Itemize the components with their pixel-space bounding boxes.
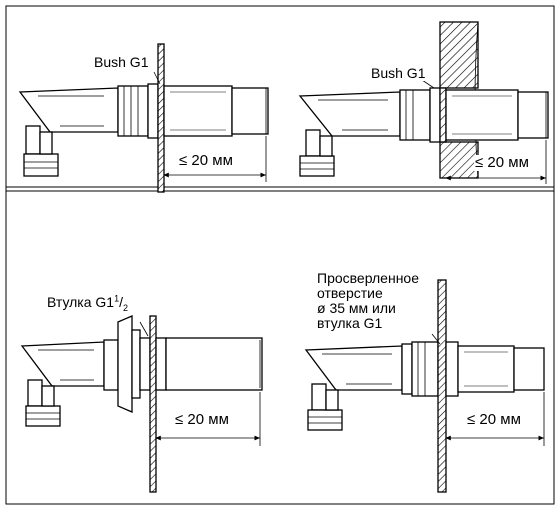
threaded-sleeve: [445, 89, 519, 141]
wall: [149, 315, 157, 493]
connector-nut: [299, 155, 335, 177]
bush: [429, 87, 441, 143]
hole-label-line-3: ø 35 мм или: [317, 300, 396, 316]
hole-label-line-4: втулка G1: [317, 315, 383, 331]
panel-top-left: [18, 43, 269, 193]
panel-bottom-left: [20, 315, 263, 493]
sensor-tip: [517, 91, 549, 139]
lock-nut: [117, 315, 133, 413]
wall-upper: [439, 21, 479, 89]
panel-bottom-right: [304, 279, 545, 493]
sleeve-label-sub: 2: [123, 302, 129, 313]
sleeve-label-sup: 1: [114, 293, 120, 304]
sensor-body: [399, 89, 431, 141]
dimension-label-top-right: ≤ 20 мм: [474, 154, 530, 171]
connector-nut: [307, 409, 343, 431]
wall-lower: [439, 141, 479, 179]
connector-nut: [25, 405, 61, 427]
wall: [157, 43, 165, 193]
panel-top-right: [298, 21, 549, 184]
sensor-tip: [513, 347, 545, 391]
frame: [5, 5, 555, 505]
bush-label-top-right: Bush G1: [371, 65, 426, 81]
hole-label-line-1: Просверленное: [317, 270, 419, 286]
threaded-sleeve: [457, 345, 515, 393]
dimension-label-bottom-left: ≤ 20 мм: [174, 411, 230, 428]
sensor-tip: [231, 87, 269, 135]
sensor-body: [117, 85, 149, 137]
threaded-sleeve: [163, 85, 233, 137]
sensor-sleeve: [165, 337, 263, 391]
dimension-label-top-left: ≤ 20 мм: [178, 152, 234, 169]
bush: [155, 337, 167, 391]
connector-nut: [23, 153, 59, 177]
hole-label-line-2: отверстие: [317, 285, 383, 301]
bush: [445, 341, 459, 397]
bush: [147, 83, 159, 139]
hole-label-bottom-right: Просверленное отверстие ø 35 мм или втул…: [317, 271, 437, 331]
bush-label-top-left: Bush G1: [94, 54, 149, 70]
cable-connector: [25, 125, 41, 155]
dimension-label-bottom-right: ≤ 20 мм: [466, 411, 522, 428]
wall: [437, 279, 447, 493]
sleeve-label-bottom-left: Втулка G11/2: [47, 293, 129, 313]
sleeve-label-main: Втулка G1: [47, 294, 115, 310]
